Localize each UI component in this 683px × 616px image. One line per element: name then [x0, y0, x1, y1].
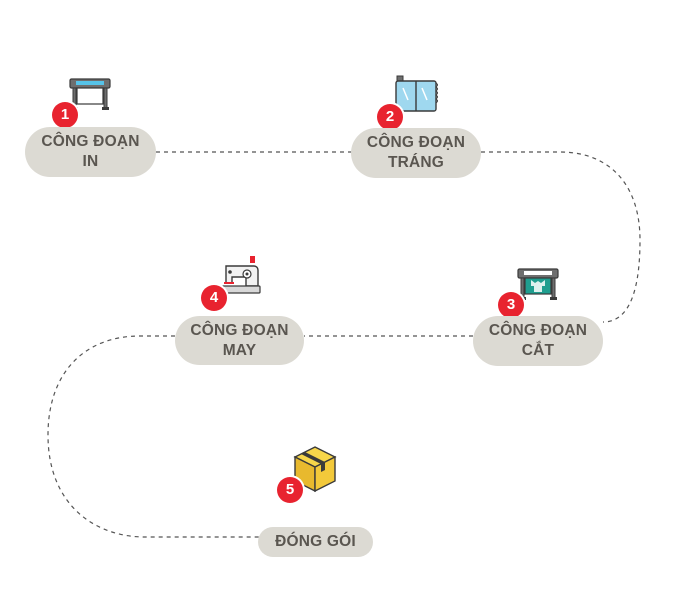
step-5-badge: 5	[277, 477, 303, 503]
step-3-label-line2: CẮT	[521, 342, 555, 359]
step-4-label-line2: MAY	[222, 341, 257, 359]
step-1-label-line2: IN	[82, 153, 99, 170]
step-2-badge: 2	[377, 104, 403, 130]
step-1-label-line1: CÔNG ĐOẠN	[41, 133, 140, 150]
step-2-label-line1: CÔNG ĐOẠN	[366, 134, 466, 151]
step-2-pill: CÔNG ĐOẠN TRÁNG	[351, 128, 481, 178]
step-4-badge: 4	[201, 285, 227, 311]
connector-4-5	[47, 335, 259, 538]
sewing-machine-icon	[220, 254, 262, 301]
printer-icon	[68, 76, 112, 117]
package-box-icon	[292, 444, 338, 499]
step-5-pill: ĐÓNG GÓI	[258, 527, 373, 557]
cutting-plotter-icon	[516, 266, 560, 307]
coating-frame-icon	[393, 74, 439, 119]
step-2-label-line2: TRÁNG	[387, 154, 445, 171]
step-3-badge: 3	[498, 292, 524, 318]
step-1-badge: 1	[52, 102, 78, 128]
step-3-label-line1: CÔNG ĐOẠN	[488, 322, 588, 339]
step-3-pill: CÔNG ĐOẠN CẮT	[473, 316, 603, 366]
step-4-label-line1: CÔNG ĐOẠN	[190, 321, 289, 339]
step-1-pill: CÔNG ĐOẠN IN	[25, 127, 156, 177]
connector-2-3	[481, 151, 641, 323]
step-5-label-line1: ĐÓNG GÓI	[275, 533, 356, 550]
step-4-pill: CÔNG ĐOẠN MAY	[175, 316, 304, 365]
